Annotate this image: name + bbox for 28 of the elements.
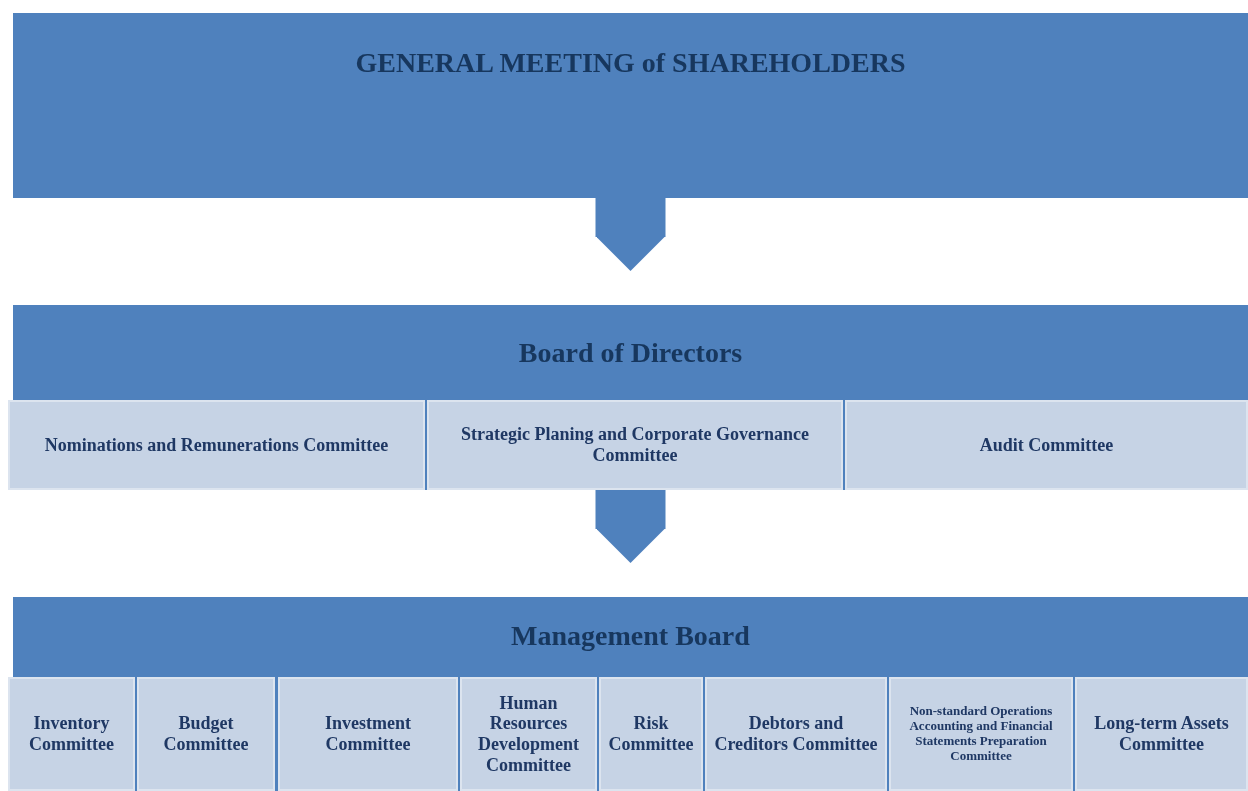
committee-name: Debtors and Creditors Committee [713,713,879,755]
committee-name: Investment Committee [324,713,412,755]
committee-name: Inventory Committee [28,713,115,755]
committee-box [1075,677,1248,791]
committee-box [460,677,597,791]
block-arrow [595,198,666,271]
committee-name: Strategic Planing and Corporate Governance Committee [460,424,810,466]
committee-box [278,677,458,791]
group-title: GENERAL MEETING of SHAREHOLDERS [355,47,906,79]
committee-box [845,400,1248,490]
committee-name: Human Resources Development Committee [477,692,580,776]
committee-name: Long-term Assets Committee [1093,713,1230,755]
committee-name: Audit Committee [979,434,1114,456]
committee-box [599,677,703,791]
committee-box [889,677,1073,791]
block-arrow [595,490,666,563]
committee-box [705,677,887,791]
committee-name: Budget Committee [162,713,250,755]
committee-box [8,400,425,490]
committee-name: Non-standard Operations Accounting and Financial Statements Preparation Committee [908,704,1054,764]
committee-name: Risk Committee [607,713,695,755]
committee-box [427,400,843,490]
group-title: Management Board [511,620,750,652]
committee-name: Nominations and Remunerations Committee [44,434,389,456]
committee-box [137,677,275,791]
heading-box [13,13,1248,198]
committee-box [8,677,135,791]
group-title: Board of Directors [518,336,743,369]
